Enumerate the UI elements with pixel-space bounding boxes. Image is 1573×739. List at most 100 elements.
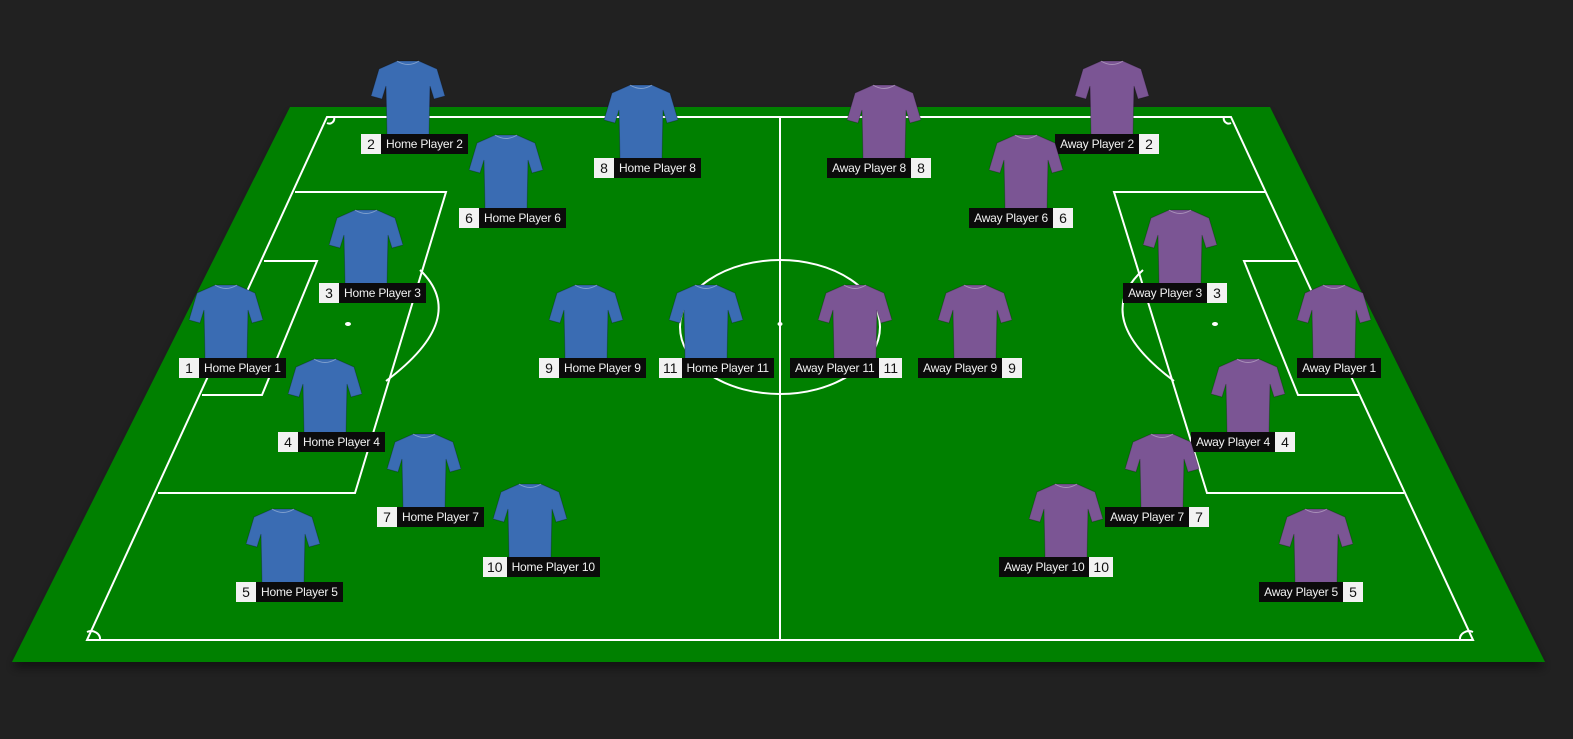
- left-penalty-arc: [385, 269, 440, 382]
- player-number: 6: [459, 208, 479, 228]
- player-label: 8 Home Player 8: [594, 158, 701, 178]
- away-shirt-icon: [1297, 284, 1371, 360]
- player-name: Away Player 5: [1259, 582, 1343, 602]
- player-number: 10: [483, 557, 507, 577]
- right-penalty-area: [1112, 191, 1404, 494]
- player-name: Away Player 9: [918, 358, 1002, 378]
- player-label: Away Player 6 6: [969, 208, 1073, 228]
- player-name: Away Player 6: [969, 208, 1053, 228]
- home-shirt-icon: [371, 60, 445, 136]
- pitch-boundary: [85, 116, 1475, 641]
- pitch-markings: [85, 116, 1475, 641]
- player-name: Away Player 10: [999, 557, 1090, 577]
- player-label: 7 Home Player 7: [377, 507, 484, 527]
- home-shirt-icon: [189, 284, 263, 360]
- player-label: 1 Home Player 1: [179, 358, 286, 378]
- away-shirt-icon: [989, 134, 1063, 210]
- left-goal-area: [202, 260, 319, 396]
- player-label: 11 Home Player 11: [659, 358, 774, 378]
- left-penalty-area: [158, 191, 448, 494]
- player-number: 11: [879, 358, 902, 378]
- right-goal-area: [1242, 260, 1359, 396]
- player-name: Home Player 10: [506, 557, 600, 577]
- centre-spot: [777, 322, 783, 326]
- away-shirt-icon: [818, 284, 892, 360]
- player-name: Away Player 8: [827, 158, 911, 178]
- player-number: 9: [539, 358, 559, 378]
- player-name: Home Player 5: [256, 582, 343, 602]
- right-penalty-spot: [1212, 322, 1218, 326]
- player-name: Away Player 11: [789, 358, 880, 378]
- player-number: 11: [659, 358, 682, 378]
- home-shirt-icon: [669, 284, 743, 360]
- player-name: Home Player 6: [479, 208, 566, 228]
- player-number: 1: [179, 358, 199, 378]
- home-shirt-icon: [549, 284, 623, 360]
- player-number: 5: [1343, 582, 1363, 602]
- player-label: Away Player 1: [1297, 358, 1381, 378]
- player-number: 10: [1089, 557, 1113, 577]
- home-shirt-icon: [288, 358, 362, 434]
- player-number: 5: [236, 582, 256, 602]
- player-label: 9 Home Player 9: [539, 358, 646, 378]
- player-label: Away Player 11 11: [789, 358, 902, 378]
- player-label: 4 Home Player 4: [278, 432, 385, 452]
- player-label: 3 Home Player 3: [319, 283, 426, 303]
- player-label: Away Player 7 7: [1105, 507, 1209, 527]
- away-shirt-icon: [1143, 209, 1217, 285]
- corner-arc: [1458, 630, 1474, 641]
- player-number: 4: [1275, 432, 1295, 452]
- player-number: 3: [319, 283, 339, 303]
- corner-arc: [1222, 116, 1232, 125]
- player-name: Home Player 1: [199, 358, 286, 378]
- home-shirt-icon: [329, 209, 403, 285]
- home-shirt-icon: [246, 508, 320, 584]
- player-name: Away Player 1: [1297, 358, 1381, 378]
- player-name: Home Player 8: [614, 158, 701, 178]
- player-name: Home Player 7: [397, 507, 484, 527]
- home-shirt-icon: [387, 433, 461, 509]
- player-label: Away Player 2 2: [1055, 134, 1159, 154]
- player-number: 8: [594, 158, 614, 178]
- player-number: 7: [377, 507, 397, 527]
- corner-arc: [326, 116, 336, 125]
- away-shirt-icon: [938, 284, 1012, 360]
- player-number: 7: [1189, 507, 1209, 527]
- away-shirt-icon: [1075, 60, 1149, 136]
- player-label: Away Player 9 9: [918, 358, 1022, 378]
- player-number: 4: [278, 432, 298, 452]
- away-shirt-icon: [1279, 508, 1353, 584]
- player-number: 9: [1002, 358, 1022, 378]
- away-shirt-icon: [847, 84, 921, 160]
- home-shirt-icon: [604, 84, 678, 160]
- player-name: Home Player 3: [339, 283, 426, 303]
- player-label: 5 Home Player 5: [236, 582, 343, 602]
- player-name: Away Player 2: [1055, 134, 1139, 154]
- player-label: Away Player 10 10: [999, 557, 1113, 577]
- away-shirt-icon: [1029, 483, 1103, 559]
- centre-circle: [679, 259, 881, 395]
- player-number: 8: [911, 158, 931, 178]
- player-number: 2: [1139, 134, 1159, 154]
- player-name: Home Player 9: [559, 358, 646, 378]
- left-penalty-spot: [345, 322, 351, 326]
- player-label: 6 Home Player 6: [459, 208, 566, 228]
- home-shirt-icon: [469, 134, 543, 210]
- player-name: Away Player 4: [1191, 432, 1275, 452]
- right-penalty-arc: [1121, 269, 1175, 382]
- player-name: Away Player 3: [1123, 283, 1207, 303]
- player-number: 6: [1053, 208, 1073, 228]
- corner-arc: [86, 630, 102, 641]
- player-name: Home Player 2: [381, 134, 468, 154]
- player-name: Home Player 4: [298, 432, 385, 452]
- player-label: Away Player 8 8: [827, 158, 931, 178]
- away-shirt-icon: [1125, 433, 1199, 509]
- player-name: Away Player 7: [1105, 507, 1189, 527]
- player-number: 2: [361, 134, 381, 154]
- player-number: 3: [1207, 283, 1227, 303]
- player-name: Home Player 11: [681, 358, 774, 378]
- home-shirt-icon: [493, 483, 567, 559]
- player-label: 10 Home Player 10: [483, 557, 600, 577]
- player-label: 2 Home Player 2: [361, 134, 468, 154]
